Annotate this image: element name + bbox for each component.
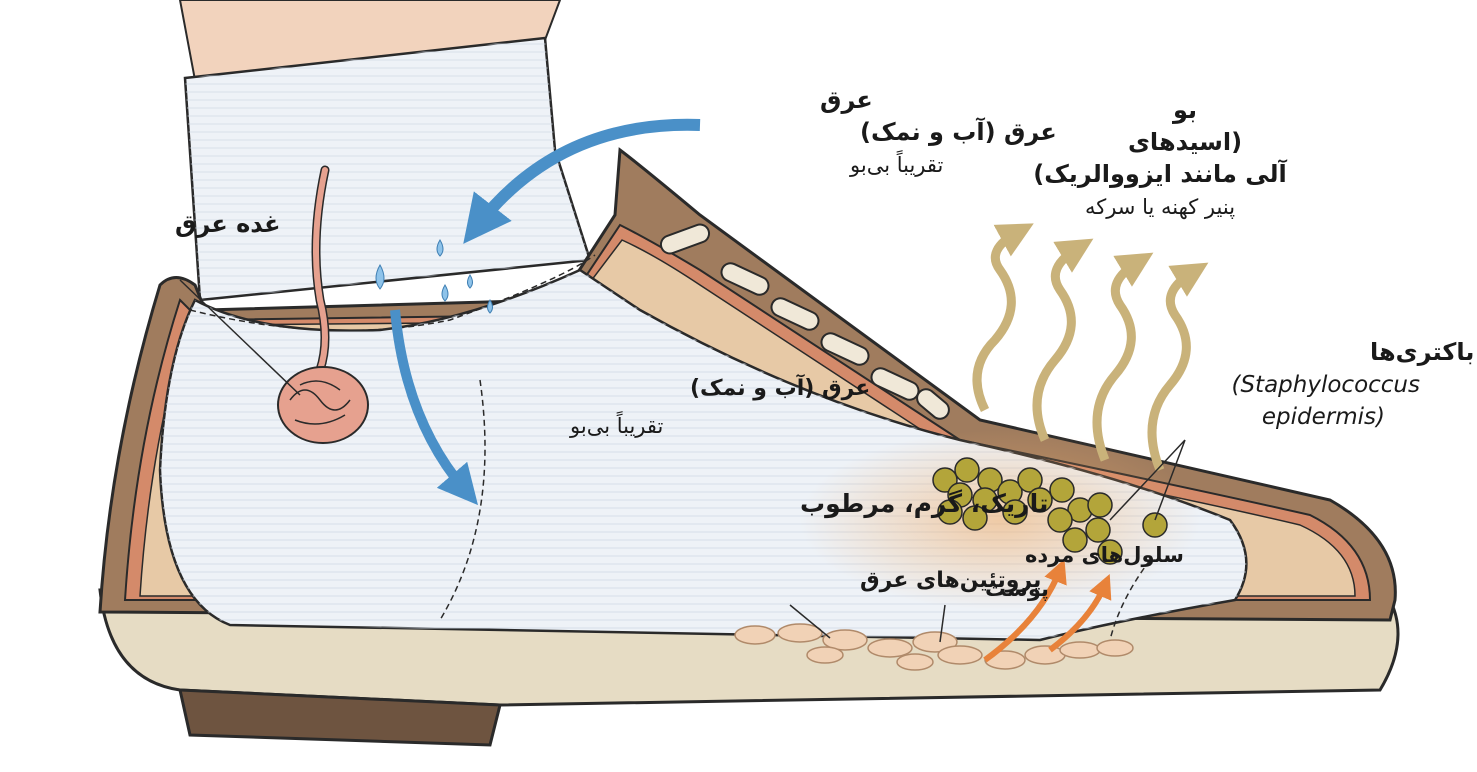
bacteria-line1: باکتری‌ها bbox=[1370, 338, 1474, 366]
label-sweat-mid: عرق (آب و نمک) تقریباً بی‌بو bbox=[569, 373, 870, 438]
warm-zone bbox=[800, 430, 1200, 610]
odor-line3: آلی مانند ایزووالریک) bbox=[1033, 159, 1287, 188]
sweat-top-line2: عرق (آب و نمک) bbox=[860, 117, 1057, 146]
dead-skin-cells bbox=[734, 623, 1134, 671]
shoe-heel bbox=[178, 688, 502, 747]
orange-arrow-1 bbox=[983, 558, 1067, 663]
label-odor: بو (اسیدهای آلی مانند ایزووالریک) پنیر ک… bbox=[1033, 96, 1287, 219]
sweat-mid-line2: تقریباً بی‌بو bbox=[569, 410, 664, 438]
label-environment: تاریک، گرم، مرطوب bbox=[800, 489, 1048, 519]
orange-arrow-2 bbox=[1048, 573, 1112, 653]
proteins-pointer bbox=[789, 604, 831, 639]
gland-pointer bbox=[179, 279, 301, 396]
sock-cuff-seam bbox=[189, 254, 596, 332]
bacteria-line2: (Staphylococcus bbox=[1231, 372, 1420, 398]
sweat-drops bbox=[375, 239, 493, 314]
dead-cells-pointer bbox=[939, 604, 946, 643]
sweat-arrow-top bbox=[463, 118, 701, 244]
label-bacteria: باکتری‌ها (Staphylococcus epidermis) bbox=[1231, 338, 1474, 430]
odor-line1: بو bbox=[1172, 96, 1197, 124]
dead-cells-line2: پوست bbox=[985, 577, 1049, 601]
odor-line2: (اسیدهای bbox=[1128, 128, 1242, 156]
sweat-top-line3: تقریباً بی‌بو bbox=[849, 149, 944, 177]
label-sweat-gland: غده عرق bbox=[175, 210, 281, 238]
label-sweat-top: عرق عرق (آب و نمک) تقریباً بی‌بو bbox=[820, 86, 1057, 177]
odor-line4: پنیر کهنه یا سرکه bbox=[1085, 195, 1235, 219]
laces bbox=[659, 223, 950, 420]
sweat-gland bbox=[277, 165, 369, 444]
label-proteins: پروتئین‌های عرق bbox=[860, 568, 1041, 593]
bacteria-cluster bbox=[932, 457, 1168, 565]
dead-cells-line1: سلول‌های مرده bbox=[1025, 543, 1184, 567]
sweat-top-line1: عرق bbox=[820, 86, 873, 114]
odor-arrows bbox=[972, 223, 1209, 472]
sweat-arrow-down bbox=[390, 309, 479, 506]
bacteria-pointer bbox=[1109, 439, 1186, 521]
label-dead-cells: سلول‌های مرده پوست bbox=[985, 543, 1184, 601]
bacteria-line3: epidermis) bbox=[1262, 404, 1385, 430]
sweat-mid-line1: عرق (آب و نمک) bbox=[690, 373, 870, 401]
